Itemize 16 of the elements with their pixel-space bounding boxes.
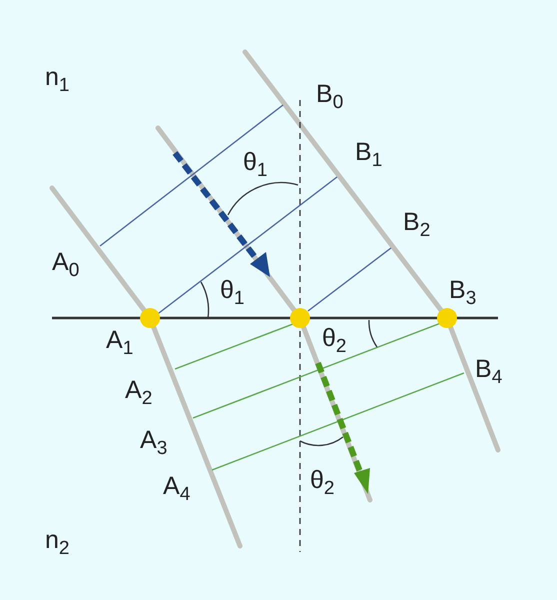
point-label: B$_{2}$ xyxy=(403,210,430,240)
point-label: A$_{4}$ xyxy=(163,474,190,504)
angle-label: θ$_{1}$ xyxy=(220,278,244,308)
point-label: A$_{2}$ xyxy=(125,378,152,408)
medium-label: n$_{2}$ xyxy=(45,528,70,558)
point-label: B$_{3}$ xyxy=(449,278,476,308)
point-label: B$_{1}$ xyxy=(355,140,382,170)
point-label: B$_{0}$ xyxy=(316,82,344,112)
angle-label: θ$_{1}$ xyxy=(243,150,268,180)
angle-label: θ$_{2}$ xyxy=(322,326,346,356)
point-label: A$_{0}$ xyxy=(52,250,80,280)
medium-label: n$_{1}$ xyxy=(45,65,70,95)
point-label: A$_{3}$ xyxy=(140,428,168,458)
point-label: B$_{4}$ xyxy=(475,357,502,387)
point-label: A$_{1}$ xyxy=(106,328,134,358)
angle-label: θ$_{2}$ xyxy=(310,468,334,498)
